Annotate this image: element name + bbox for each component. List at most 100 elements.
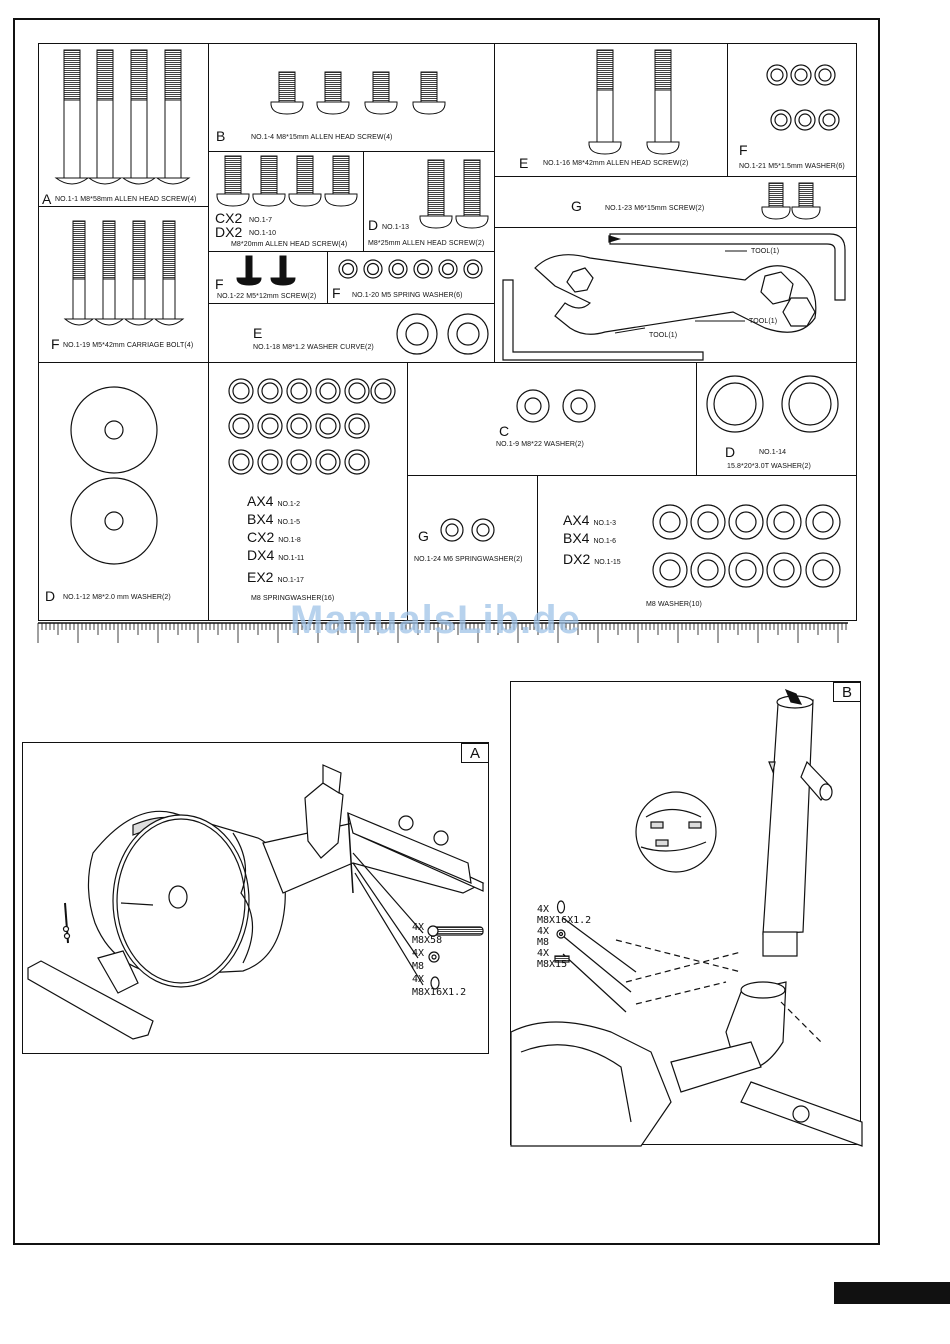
part-cell-e-washer: E NO.1-18 M8*1.2 WASHER CURVE(2) <box>208 303 495 363</box>
part-description: M8 WASHER(10) <box>646 601 702 608</box>
callout-qty: 4X <box>537 926 550 937</box>
part-cell-d-screw: D NO.1-13 M8*25mm ALLEN HEAD SCREW(2) <box>363 151 495 252</box>
callout-part: M8X16X1.2 <box>537 915 592 926</box>
part-cell-c-washer: C NO.1-9 M8*22 WASHER(2) <box>407 362 697 476</box>
part-letter: F <box>215 276 224 292</box>
part-description: NO.1-16 M8*42mm ALLEN HEAD SCREW(2) <box>543 160 689 167</box>
step-tag: B <box>833 682 861 702</box>
step-a-callouts: 4X M8X58 4X M8 4X M8X16X1.2 <box>412 921 466 999</box>
page-frame <box>13 18 880 1245</box>
watermark: ManualsLib.de <box>290 598 581 642</box>
part-number: NO.1-10 <box>249 230 277 237</box>
callout-part: M8 <box>412 961 425 972</box>
part-cell-e-screw: E NO.1-16 M8*42mm ALLEN HEAD SCREW(2) <box>494 43 728 177</box>
callout-part: M8 <box>537 937 550 948</box>
tools-illustration <box>502 233 846 361</box>
allen-screw-42-illustration <box>588 49 680 155</box>
carriage-bolt-illustration <box>63 220 185 326</box>
part-letter: G <box>418 528 429 544</box>
tool-label: TOOL(1) <box>749 318 778 325</box>
hardware-chart: A NO.1-1 M8*58mm ALLEN HEAD SCREW(4) B N… <box>38 43 857 621</box>
allen-screw-58-illustration <box>54 49 191 185</box>
m6-springwasher-illustration <box>440 518 495 542</box>
part-description: NO.1-24 M6 SPRINGWASHER(2) <box>414 556 523 563</box>
tool-label: TOOL(1) <box>751 248 780 255</box>
part-cell-g-screw: G NO.1-23 M6*15mm SCREW(2) <box>494 176 857 228</box>
part-cell-cx-dx: CX2 NO.1-7 DX2 NO.1-10 M8*20mm ALLEN HEA… <box>208 151 364 252</box>
callout-qty: 4X <box>412 922 425 933</box>
m5-screw-illustration <box>236 255 296 286</box>
thick-washer-illustration <box>706 375 839 433</box>
part-cell-f-springwasher: F NO.1-20 M5 SPRING WASHER(6) <box>327 251 495 304</box>
part-cell-d-washer: D NO.1-12 M8*2.0 mm WASHER(2) <box>38 362 209 621</box>
part-letter: F <box>739 142 748 158</box>
part-letter: A <box>42 191 52 207</box>
curve-washer-illustration <box>396 313 489 355</box>
frame-assembly-illustration <box>27 764 485 1040</box>
part-description: NO.1-12 M8*2.0 mm WASHER(2) <box>63 594 171 601</box>
step-tag: A <box>461 743 489 763</box>
callout-qty: 4X <box>412 948 425 959</box>
step-b-callouts: 4X M8X16X1.2 4X M8 4X M8X15 <box>537 904 591 970</box>
part-letter: F <box>332 285 341 301</box>
step-a-panel: A <box>22 742 489 1054</box>
allen-screw-20-illustration <box>216 155 358 207</box>
part-number: NO.1-7 <box>249 217 273 224</box>
part-description: M8 SPRINGWASHER(16) <box>251 595 335 602</box>
m6-screw-illustration <box>761 182 821 220</box>
part-description: M8*25mm ALLEN HEAD SCREW(2) <box>368 240 485 247</box>
part-letter: B <box>216 128 226 144</box>
m8-22-washer-illustration <box>516 389 596 423</box>
part-letter: E <box>253 325 263 341</box>
step-b-panel: B <box>510 681 863 1147</box>
callout-part: M8X58 <box>412 935 443 946</box>
part-description: NO.1-23 M6*15mm SCREW(2) <box>605 205 705 212</box>
part-cell-d-thick-washer: D NO.1-14 15.8*20*3.0T WASHER(2) <box>696 362 857 476</box>
part-description: NO.1-20 M5 SPRING WASHER(6) <box>352 292 463 299</box>
part-cell-b: B NO.1-4 M8*15mm ALLEN HEAD SCREW(4) <box>208 43 495 152</box>
part-number: NO.1-13 <box>382 224 410 231</box>
part-description: M8*20mm ALLEN HEAD SCREW(4) <box>231 241 348 248</box>
part-letter: D <box>368 217 379 233</box>
part-letter: G <box>571 198 582 214</box>
upright-post-illustration <box>510 688 863 1147</box>
part-letter: DX2 <box>215 224 243 240</box>
part-description: NO.1-21 M5*1.5mm WASHER(6) <box>739 163 845 170</box>
part-description: NO.1-1 M8*58mm ALLEN HEAD SCREW(4) <box>55 196 197 203</box>
part-cell-f-screw: F NO.1-22 M5*12mm SCREW(2) <box>208 251 328 304</box>
m5-washer-illustration <box>766 64 840 131</box>
m5-springwasher-illustration <box>338 259 483 279</box>
part-cell-f-washer: F NO.1-21 M5*1.5mm WASHER(6) <box>727 43 857 177</box>
part-description: NO.1-4 M8*15mm ALLEN HEAD SCREW(4) <box>251 134 393 141</box>
callout-qty: 4X <box>537 904 550 915</box>
part-letter: C <box>499 423 510 439</box>
callout-part: M8X16X1.2 <box>412 987 467 998</box>
part-description: NO.1-22 M5*12mm SCREW(2) <box>217 293 317 300</box>
callout-qty: 4X <box>412 974 425 985</box>
allen-screw-25-illustration <box>419 159 489 229</box>
part-description: NO.1-9 M8*22 WASHER(2) <box>496 441 584 448</box>
part-letter: F <box>51 336 60 352</box>
part-cell-g-springwasher: G NO.1-24 M6 SPRINGWASHER(2) <box>407 475 538 621</box>
part-cell-tools: TOOL(1) TOOL(1) TOOL(1) <box>494 227 857 363</box>
part-letter: CX2 <box>215 210 243 226</box>
part-letter: D <box>45 588 56 604</box>
part-description: 15.8*20*3.0T WASHER(2) <box>727 463 811 470</box>
part-number: NO.1-14 <box>759 449 787 456</box>
callout-qty: 4X <box>537 948 550 959</box>
part-cell-f-carriage: F NO.1-19 M5*42mm CARRIAGE BOLT(4) <box>38 206 209 363</box>
part-description: NO.1-19 M5*42mm CARRIAGE BOLT(4) <box>63 342 194 349</box>
part-letter: E <box>519 155 529 171</box>
